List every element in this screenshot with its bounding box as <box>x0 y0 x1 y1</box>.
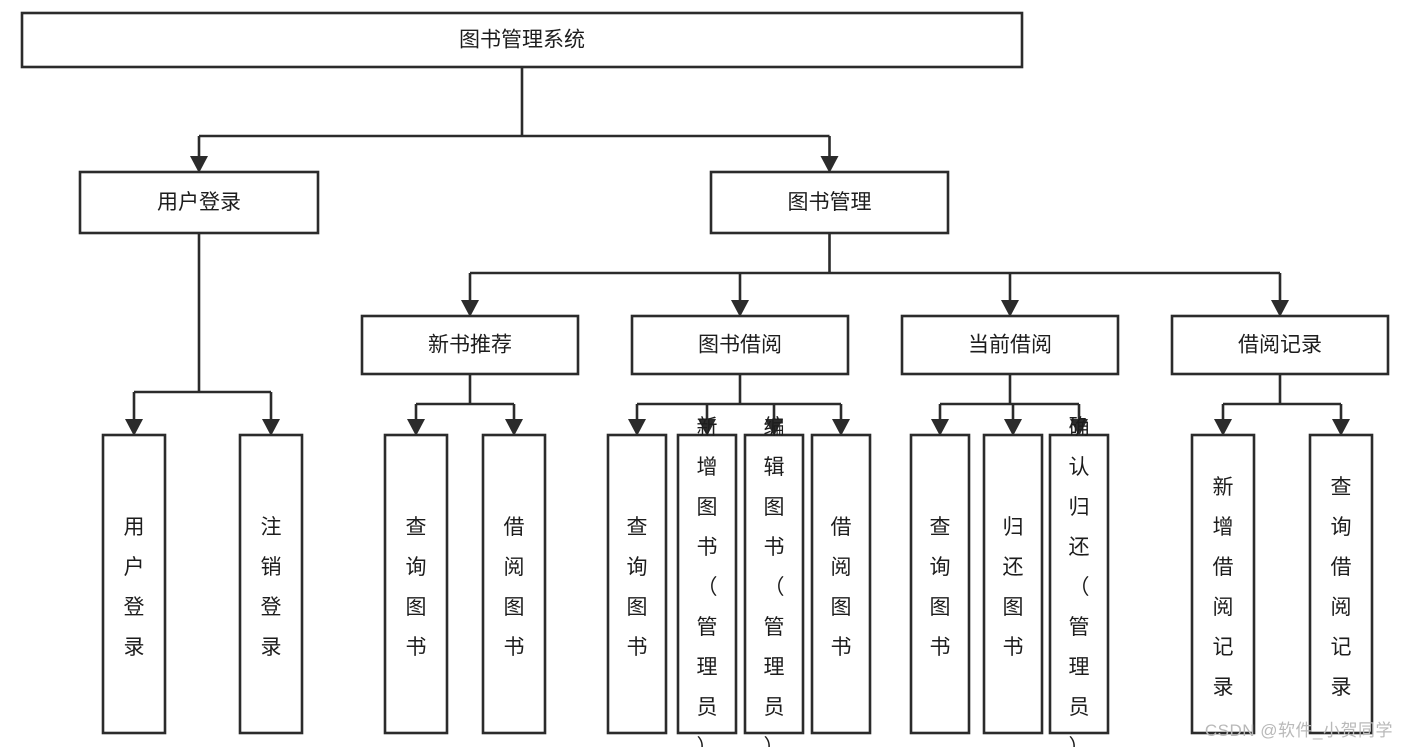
arrow-head <box>832 419 850 436</box>
nodes-layer: 图书管理系统用户登录图书管理新书推荐图书借阅当前借阅借阅记录用户登录注销登录查询… <box>20 11 1390 747</box>
arrow-head <box>125 419 143 436</box>
node-leaf-confirm-return-admin[interactable]: 确认归还（管理员） <box>1048 416 1110 747</box>
arrow-head <box>765 419 783 436</box>
node-label-leaf-borrow-book: 借阅图书 <box>831 516 852 659</box>
node-box-leaf-confirm-return-admin[interactable] <box>1048 433 1110 735</box>
node-label-root: 图书管理系统 <box>459 29 585 52</box>
arrow-head <box>1332 419 1350 436</box>
node-new-book-recommend[interactable]: 新书推荐 <box>360 314 580 376</box>
node-borrow-record[interactable]: 借阅记录 <box>1170 314 1390 376</box>
node-leaf-query-borrow-record[interactable]: 查询借阅记录 <box>1308 433 1374 735</box>
node-leaf-query-book-borrow[interactable]: 查询图书 <box>606 433 668 735</box>
node-box-leaf-borrow-book-recommend[interactable] <box>481 433 547 735</box>
arrow-head <box>731 300 749 317</box>
node-box-leaf-query-book-recommend[interactable] <box>383 433 449 735</box>
arrow-head <box>931 419 949 436</box>
arrow-head <box>698 419 716 436</box>
arrow-head <box>628 419 646 436</box>
node-box-leaf-logout-login[interactable] <box>238 433 304 735</box>
node-root[interactable]: 图书管理系统 <box>20 11 1024 69</box>
node-leaf-return-book[interactable]: 归还图书 <box>982 433 1044 735</box>
node-label-leaf-query-book-recommend: 查询图书 <box>406 516 427 659</box>
node-leaf-add-book-admin[interactable]: 新增图书（管理员） <box>676 416 738 747</box>
arrow-head <box>1271 300 1289 317</box>
node-label-new-book-recommend: 新书推荐 <box>428 334 512 357</box>
node-box-leaf-borrow-book[interactable] <box>810 433 872 735</box>
node-label-leaf-logout-login: 注销登录 <box>261 516 282 659</box>
node-box-leaf-query-book-current[interactable] <box>909 433 971 735</box>
node-box-user-login[interactable] <box>78 170 320 235</box>
node-leaf-query-book-recommend[interactable]: 查询图书 <box>383 433 449 735</box>
arrow-head <box>190 156 208 173</box>
node-leaf-edit-book-admin[interactable]: 编辑图书（管理员） <box>743 416 805 747</box>
node-box-leaf-add-book-admin[interactable] <box>676 433 738 735</box>
node-box-book-borrow[interactable] <box>630 314 850 376</box>
node-leaf-logout-login[interactable]: 注销登录 <box>238 433 304 735</box>
node-box-current-borrow[interactable] <box>900 314 1120 376</box>
arrow-head <box>1070 419 1088 436</box>
node-label-leaf-add-borrow-record: 新增借阅记录 <box>1213 476 1234 699</box>
node-leaf-add-borrow-record[interactable]: 新增借阅记录 <box>1190 433 1256 735</box>
node-box-leaf-return-book[interactable] <box>982 433 1044 735</box>
node-label-leaf-query-borrow-record: 查询借阅记录 <box>1331 476 1352 699</box>
node-book-management[interactable]: 图书管理 <box>709 170 950 235</box>
node-label-book-borrow: 图书借阅 <box>698 334 782 357</box>
node-leaf-borrow-book[interactable]: 借阅图书 <box>810 433 872 735</box>
node-label-borrow-record: 借阅记录 <box>1238 334 1322 357</box>
node-box-root[interactable] <box>20 11 1024 69</box>
node-box-leaf-edit-book-admin[interactable] <box>743 433 805 735</box>
node-label-leaf-user-login: 用户登录 <box>124 516 145 659</box>
node-box-book-management[interactable] <box>709 170 950 235</box>
node-label-leaf-return-book: 归还图书 <box>1003 516 1024 659</box>
arrow-head <box>262 419 280 436</box>
connectors-layer <box>125 67 1350 436</box>
arrow-head <box>505 419 523 436</box>
node-label-leaf-borrow-book-recommend: 借阅图书 <box>504 516 525 659</box>
node-label-user-login: 用户登录 <box>157 191 241 214</box>
arrow-head <box>1214 419 1232 436</box>
watermark-text: CSDN @软件_小贺同学 <box>1204 721 1393 740</box>
node-label-leaf-query-book-borrow: 查询图书 <box>627 516 648 659</box>
node-box-leaf-query-book-borrow[interactable] <box>606 433 668 735</box>
arrow-head <box>1001 300 1019 317</box>
node-label-leaf-confirm-return-admin: 确认归还（管理员） <box>1069 416 1090 747</box>
node-label-leaf-add-book-admin: 新增图书（管理员） <box>697 416 718 747</box>
node-box-borrow-record[interactable] <box>1170 314 1390 376</box>
node-leaf-query-book-current[interactable]: 查询图书 <box>909 433 971 735</box>
node-label-current-borrow: 当前借阅 <box>968 334 1052 357</box>
node-box-leaf-query-borrow-record[interactable] <box>1308 433 1374 735</box>
arrow-head <box>461 300 479 317</box>
node-label-leaf-edit-book-admin: 编辑图书（管理员） <box>764 416 785 747</box>
node-box-leaf-user-login[interactable] <box>101 433 167 735</box>
node-current-borrow[interactable]: 当前借阅 <box>900 314 1120 376</box>
arrow-head <box>407 419 425 436</box>
arrow-head <box>1004 419 1022 436</box>
node-user-login[interactable]: 用户登录 <box>78 170 320 235</box>
node-leaf-user-login[interactable]: 用户登录 <box>101 433 167 735</box>
node-leaf-borrow-book-recommend[interactable]: 借阅图书 <box>481 433 547 735</box>
node-box-leaf-add-borrow-record[interactable] <box>1190 433 1256 735</box>
node-label-book-management: 图书管理 <box>788 191 872 214</box>
node-box-new-book-recommend[interactable] <box>360 314 580 376</box>
node-label-leaf-query-book-current: 查询图书 <box>930 516 951 659</box>
arrow-head <box>820 156 839 173</box>
node-book-borrow[interactable]: 图书借阅 <box>630 314 850 376</box>
